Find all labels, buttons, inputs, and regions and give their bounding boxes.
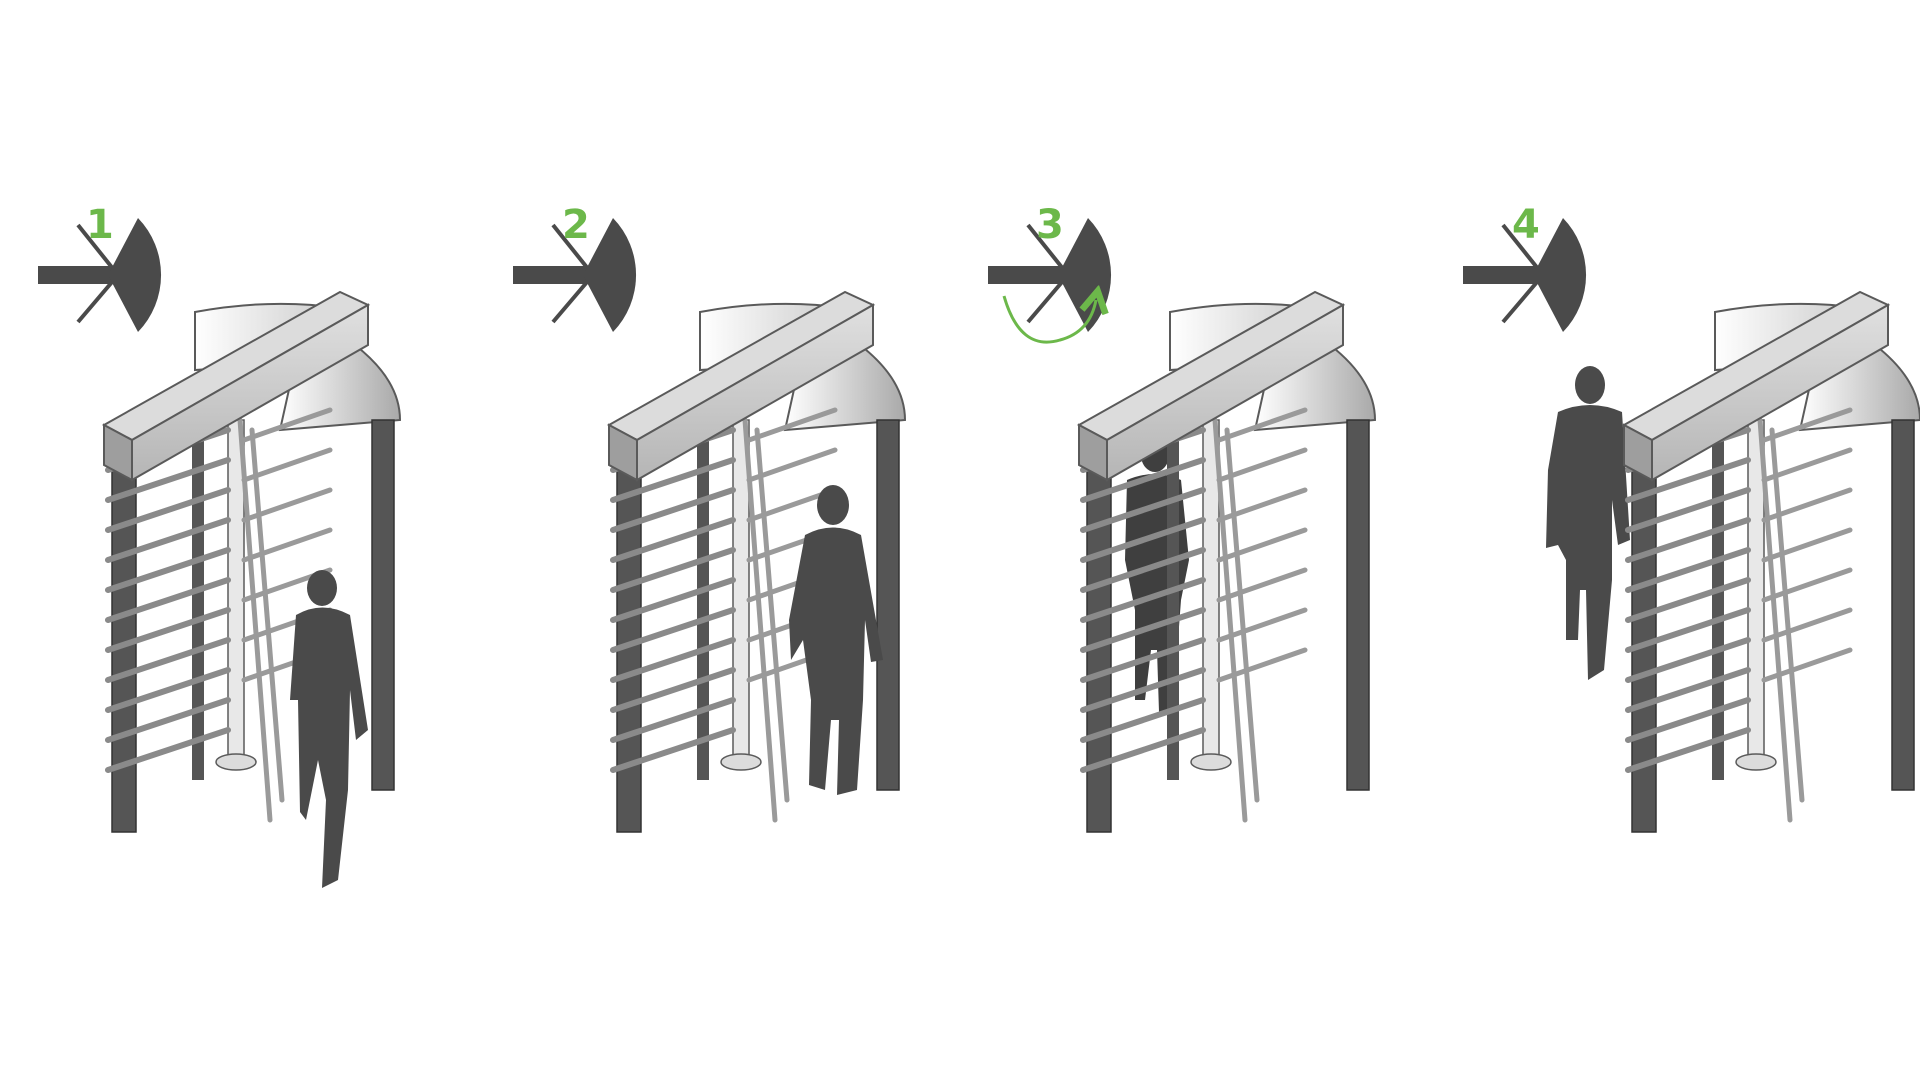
shaft-base xyxy=(1190,753,1232,771)
rotor-blade-icon xyxy=(1501,223,1545,277)
top-beam-side xyxy=(131,303,369,482)
rotor-sector-icon xyxy=(1058,218,1112,332)
top-beam-side xyxy=(1651,303,1889,482)
person-silhouette xyxy=(290,570,368,888)
rotor-blade-icon xyxy=(1501,273,1545,324)
step-3-pictogram: 3 xyxy=(988,202,1112,344)
top-beam-side xyxy=(1106,303,1344,482)
rotor-sector-icon xyxy=(108,218,162,332)
turnstile-arm-icon xyxy=(513,266,593,284)
rotor-arms xyxy=(1212,407,1308,823)
rotor-blade-icon xyxy=(551,273,595,324)
shaft-base xyxy=(1735,753,1777,771)
rotor-arms xyxy=(1757,407,1853,823)
turnstile-arm-icon xyxy=(38,266,118,284)
rotor-blade-icon xyxy=(1026,273,1070,324)
turnstile-1 xyxy=(101,290,402,888)
step-4-pictogram: 4 xyxy=(1463,202,1587,332)
turnstile-4 xyxy=(1621,290,1920,833)
step-1-pictogram: 1 xyxy=(38,202,162,332)
post-right xyxy=(1891,419,1915,791)
turnstile-arm-icon xyxy=(988,266,1068,284)
rotation-arrow-icon xyxy=(1002,296,1096,344)
shaft-base xyxy=(215,753,257,771)
shaft-base xyxy=(720,753,762,771)
fixed-barrier-bars xyxy=(1625,427,1751,773)
fixed-barrier-bars xyxy=(1080,427,1206,773)
person-silhouette xyxy=(789,485,883,795)
step-4-panel: 4 xyxy=(1463,202,1920,833)
rotor-blade-icon xyxy=(1026,223,1070,277)
turnstile-3 xyxy=(1076,290,1377,833)
turnstile-2 xyxy=(606,290,907,833)
rotor-blade-icon xyxy=(76,223,120,277)
step-4-number: 4 xyxy=(1512,202,1540,248)
post-right xyxy=(1346,419,1370,791)
post-right xyxy=(876,419,900,791)
rotor-blade-icon xyxy=(551,223,595,277)
step-2-pictogram: 2 xyxy=(513,202,637,332)
turnstile-arm-icon xyxy=(1463,266,1543,284)
rotor-sector-icon xyxy=(583,218,637,332)
step-3-number: 3 xyxy=(1036,202,1064,248)
post-right xyxy=(371,419,395,791)
rotor-arms xyxy=(237,407,333,823)
step-3-panel: 3 xyxy=(988,202,1377,833)
rotor-blade-icon xyxy=(76,273,120,324)
person-silhouette xyxy=(1546,366,1630,680)
step-1-panel: 1 xyxy=(38,202,402,888)
step-2-number: 2 xyxy=(562,202,590,248)
top-beam-side xyxy=(636,303,874,482)
step-1-number: 1 xyxy=(86,202,114,248)
rotor-sector-icon xyxy=(1533,218,1587,332)
step-2-panel: 2 xyxy=(513,202,907,833)
